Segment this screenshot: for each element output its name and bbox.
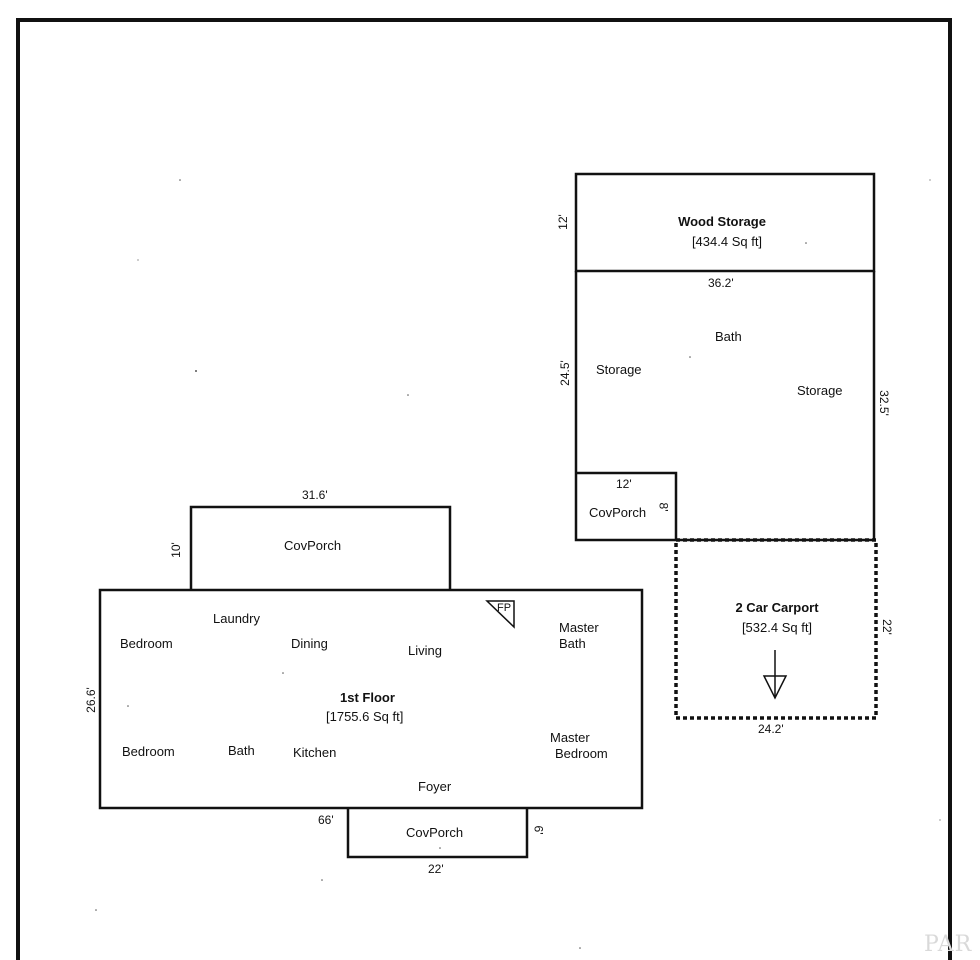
first-floor-height-dim: 26.6' — [83, 687, 98, 713]
carport-title: 2 Car Carport — [735, 600, 819, 615]
master-bath-label-line2: Bath — [559, 636, 586, 651]
storage-left-label: Storage — [596, 362, 642, 377]
master-bedroom-label-line1: Master — [550, 730, 590, 745]
storage-left-height-dim: 24.5' — [557, 360, 572, 386]
page-border — [16, 18, 952, 960]
small-covporch-width-dim: 12' — [616, 477, 632, 491]
kitchen-label: Kitchen — [293, 745, 337, 760]
wood-storage-title: Wood Storage — [678, 214, 766, 229]
first-floor-area: [1755.6 Sq ft] — [326, 709, 404, 724]
small-covporch-outline — [576, 471, 678, 540]
watermark-logo: PAR — [924, 932, 973, 957]
wood-storage-width-dim: 36.2' — [708, 276, 734, 290]
scan-specks — [95, 179, 941, 949]
wood-storage-height-dim: 12' — [555, 214, 570, 230]
dining-label: Dining — [291, 636, 328, 651]
bottom-covporch-width-dim: 22' — [428, 862, 444, 876]
foyer-label: Foyer — [418, 779, 452, 794]
top-covporch-label: CovPorch — [284, 538, 342, 553]
wood-storage-outline — [574, 172, 876, 273]
bottom-covporch-outline — [346, 808, 529, 859]
carport-width-dim: 24.2' — [758, 722, 784, 736]
first-floor-width-dim: 66' — [318, 813, 334, 827]
fireplace-label: FP — [497, 602, 512, 614]
carport-area: [532.4 Sq ft] — [741, 620, 813, 635]
fireplace-icon — [485, 600, 515, 629]
carport-entry-arrow-icon — [762, 650, 788, 700]
bath-first-floor-label: Bath — [228, 743, 255, 758]
master-bedroom-label-line2: Bedroom — [555, 746, 608, 761]
bottom-covporch-label: CovPorch — [406, 825, 464, 840]
bedroom-top-label: Bedroom — [120, 636, 173, 651]
bedroom-bottom-label: Bedroom — [122, 744, 175, 759]
small-covporch-height-dim: 8' — [656, 502, 671, 512]
storage-building-outline — [574, 271, 876, 542]
bath-label: Bath — [715, 329, 742, 344]
storage-right-label: Storage — [797, 383, 843, 398]
living-label: Living — [408, 643, 442, 658]
master-bath-label-line1: Master — [559, 620, 599, 635]
first-floor-title: 1st Floor — [340, 690, 395, 705]
top-covporch-height-dim: 10' — [168, 542, 183, 558]
first-floor-outline — [98, 588, 644, 810]
carport-height-dim: 22' — [879, 619, 894, 635]
carport-outline — [674, 538, 878, 720]
wood-storage-area: [434.4 Sq ft] — [691, 234, 763, 249]
small-covporch-label: CovPorch — [589, 505, 647, 520]
top-covporch-width-dim: 31.6' — [302, 488, 328, 502]
bottom-covporch-height-dim: 6' — [531, 825, 546, 835]
laundry-label: Laundry — [213, 611, 260, 626]
storage-right-height-dim: 32.5' — [876, 390, 891, 416]
top-covporch-outline — [189, 505, 452, 590]
